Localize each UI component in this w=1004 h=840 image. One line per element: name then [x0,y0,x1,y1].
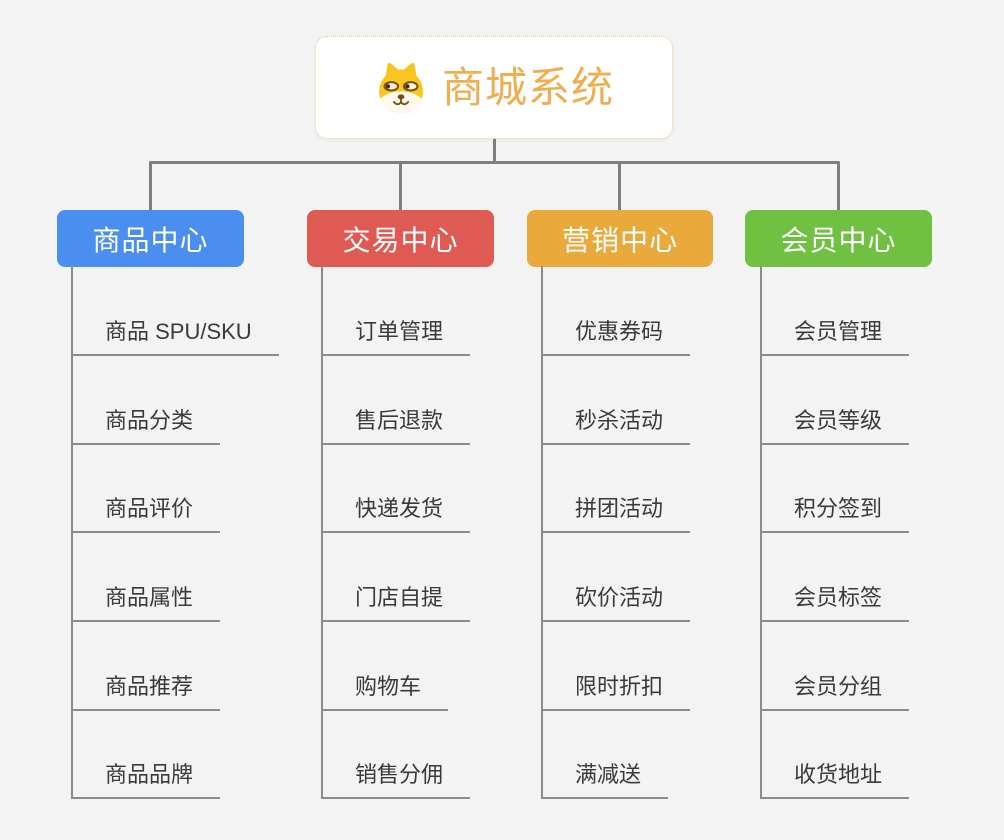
leaf-node[interactable]: 订单管理 [321,316,471,356]
branch-label: 营销中心 [561,224,678,256]
leaf-node[interactable]: 拼团活动 [541,493,691,533]
leaf-node[interactable]: 商品推荐 [71,671,221,711]
leaf-node[interactable]: 购物车 [321,671,449,711]
leaf-node[interactable]: 限时折扣 [541,671,691,711]
leaf-node[interactable]: 会员等级 [760,405,910,445]
leaf-node[interactable]: 快递发货 [321,493,471,533]
branch-label: 交易中心 [342,224,459,256]
leaf-node[interactable]: 会员管理 [760,316,910,356]
leaf-node[interactable]: 优惠券码 [541,316,691,356]
connector-drop-member [837,163,840,210]
connector-root-vertical [493,139,496,163]
leaf-node[interactable]: 会员标签 [760,582,910,622]
leaf-node[interactable]: 商品 SPU/SKU [71,316,279,356]
leaf-node[interactable]: 商品分类 [71,405,221,445]
branch-node-member[interactable]: 会员中心 [745,210,932,267]
branch-node-product[interactable]: 商品中心 [57,210,244,267]
leaf-node[interactable]: 门店自提 [321,582,471,622]
leaf-node[interactable]: 商品属性 [71,582,221,622]
leaf-node[interactable]: 商品品牌 [71,759,221,799]
branch-label: 商品中心 [92,224,209,256]
leaf-node[interactable]: 积分签到 [760,493,910,533]
root-node[interactable]: 商城系统 [315,36,673,139]
connector-drop-trade [399,163,402,210]
branch-label: 会员中心 [780,224,897,256]
connector-horizontal-rail [149,161,840,164]
connector-drop-product [149,163,152,210]
branch-node-trade[interactable]: 交易中心 [307,210,494,267]
root-title: 商城系统 [441,63,614,111]
leaf-node[interactable]: 收货地址 [760,759,910,799]
branch-node-marketing[interactable]: 营销中心 [527,210,713,267]
leaf-node[interactable]: 砍价活动 [541,582,691,622]
leaf-node[interactable]: 会员分组 [760,671,910,711]
leaf-node[interactable]: 秒杀活动 [541,405,691,445]
leaf-node[interactable]: 满减送 [541,759,669,799]
dog-face-icon [374,61,428,115]
connector-drop-marketing [618,163,621,210]
leaf-node[interactable]: 商品评价 [71,493,221,533]
leaf-node[interactable]: 售后退款 [321,405,471,445]
leaf-node[interactable]: 销售分佣 [321,759,471,799]
